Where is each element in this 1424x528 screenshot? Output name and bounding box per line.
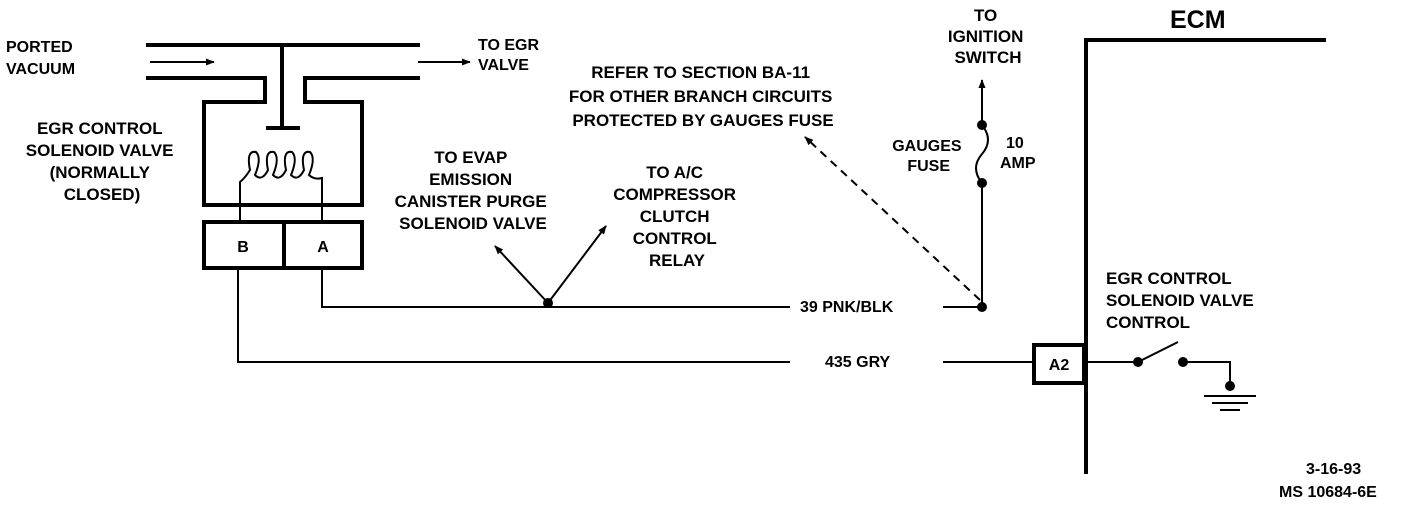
wire-39-label: 39 PNK/BLK bbox=[800, 299, 894, 316]
wiring bbox=[237, 79, 1034, 363]
a2-terminal-label: A2 bbox=[1049, 357, 1070, 374]
ported-vacuum-label: PORTED VACUUM bbox=[6, 39, 77, 78]
gauges-fuse-label: GAUGES FUSE bbox=[892, 138, 966, 175]
drawing-number-label: MS 10684-6E bbox=[1279, 484, 1377, 501]
egr-control-circuit-label: EGR CONTROL SOLENOID VALVE CONTROL bbox=[1106, 269, 1258, 332]
to-ac-relay-label: TO A/C COMPRESSOR CLUTCH CONTROL RELAY bbox=[613, 163, 741, 270]
ecm-label: ECM bbox=[1170, 6, 1226, 34]
splice-dots bbox=[543, 120, 987, 312]
egr-solenoid-label: EGR CONTROL SOLENOID VALVE (NORMALLY CLO… bbox=[26, 119, 178, 204]
to-ignition-switch-label: TO IGNITION SWITCH bbox=[948, 6, 1028, 67]
vacuum-pipe bbox=[146, 43, 471, 207]
fuse-rating-label: 10 AMP bbox=[1000, 135, 1036, 172]
wire-435-label: 435 GRY bbox=[825, 354, 891, 371]
connector-b-label: B bbox=[237, 239, 249, 256]
solenoid-coil bbox=[239, 150, 323, 222]
to-egr-valve-label: TO EGR VALVE bbox=[478, 37, 544, 74]
ecm-module bbox=[1032, 38, 1326, 474]
solenoid-connector bbox=[202, 220, 364, 270]
connector-a-label: A bbox=[317, 239, 329, 256]
refer-note-label: REFER TO SECTION BA-11 FOR OTHER BRANCH … bbox=[569, 63, 837, 130]
to-evap-label: TO EVAP EMISSION CANISTER PURGE SOLENOID… bbox=[395, 148, 552, 233]
date-label: 3-16-93 bbox=[1306, 461, 1361, 478]
